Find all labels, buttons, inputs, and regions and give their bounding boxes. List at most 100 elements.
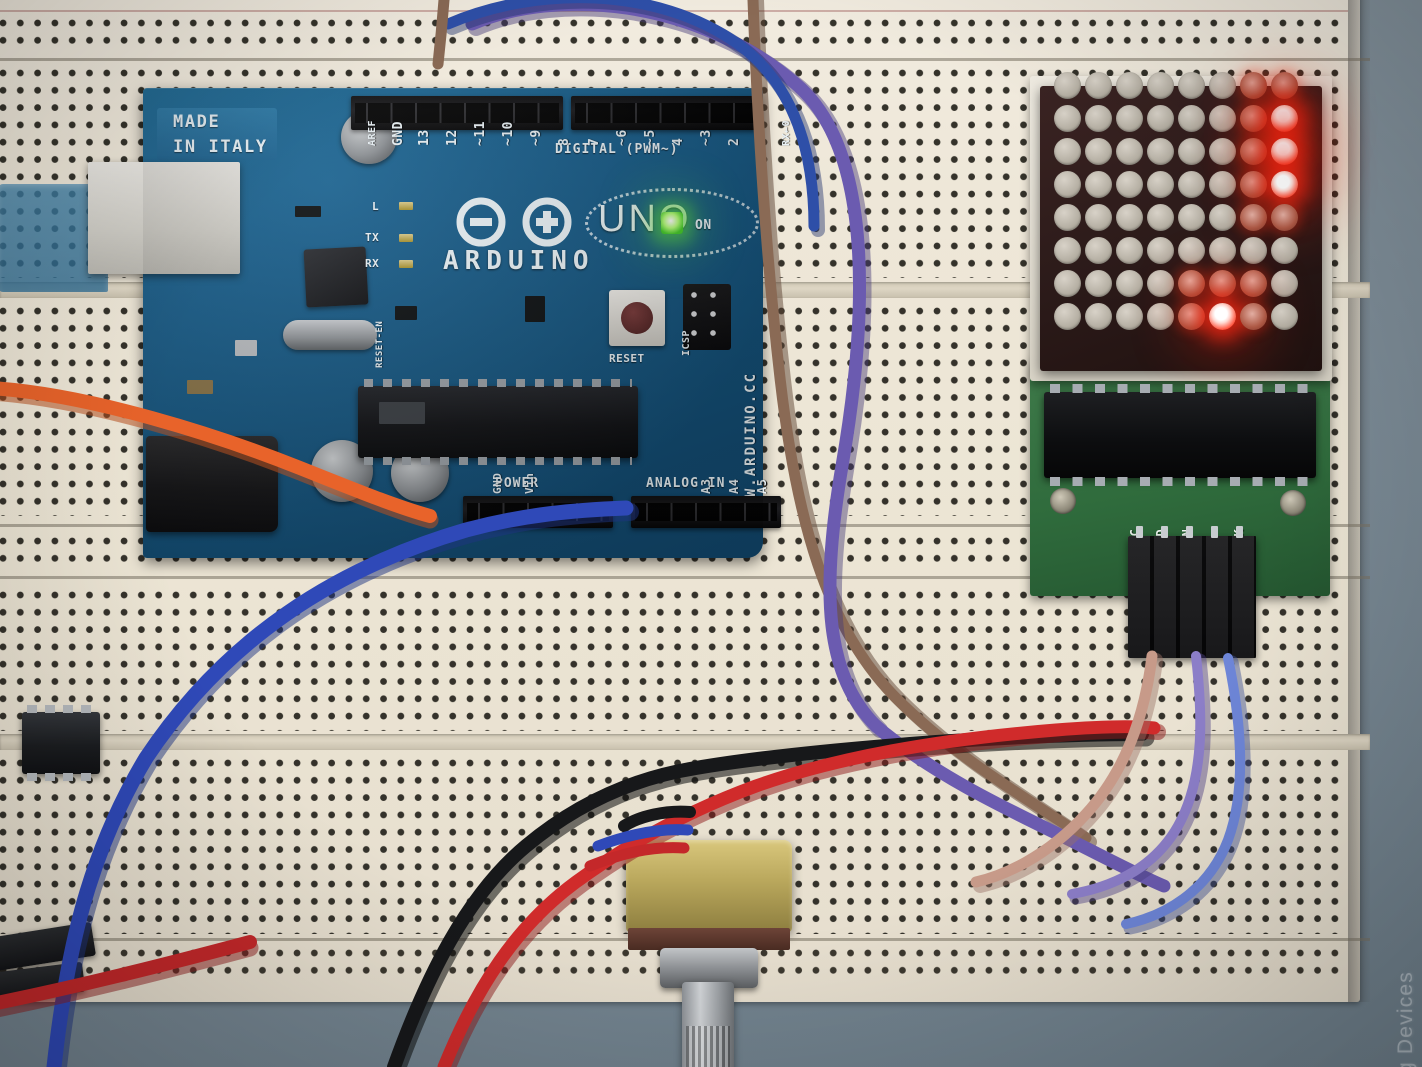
led-r5-c3 (1116, 204, 1143, 231)
led-r3-c1 (1054, 138, 1081, 165)
digital-pin-label-5: ~5 (643, 129, 658, 146)
led-r4-c1 (1054, 171, 1081, 198)
smd-part-5 (525, 296, 545, 322)
led-r4-c3 (1116, 171, 1143, 198)
max7219-legs-top (1050, 384, 1310, 393)
smd-part-4 (395, 306, 417, 320)
max7219-led-matrix-module[interactable]: VCCGNDDINCSCLK (1030, 58, 1332, 596)
led-r2-c3 (1116, 105, 1143, 132)
led-r8-c8 (1271, 303, 1298, 330)
led-r2-c5 (1178, 105, 1205, 132)
smd-part-2 (187, 380, 213, 394)
potentiometer-shaft[interactable] (682, 982, 734, 1067)
digital-pin-label-6: ~6 (615, 129, 630, 146)
digital-header-right[interactable] (571, 96, 761, 130)
reset-button[interactable] (609, 290, 665, 346)
led-r7-c7 (1240, 270, 1267, 297)
arduino-infinity-logo (456, 197, 572, 247)
led-r5-c7 (1240, 204, 1267, 231)
on-led-label: ON (695, 218, 712, 233)
led-r7-c5 (1178, 270, 1205, 297)
potentiometer[interactable] (612, 820, 802, 1067)
led-r6-c4 (1147, 237, 1174, 264)
led-tx (399, 234, 413, 242)
led-r2-c2 (1085, 105, 1112, 132)
led-r1-c7 (1240, 72, 1267, 99)
led-r2-c7 (1240, 105, 1267, 132)
digital-pin-label-9: ~9 (529, 129, 544, 146)
analog-header-label: ANALOG IN (646, 476, 726, 491)
rail-line-red-top (0, 10, 1348, 12)
digital-header-left[interactable] (351, 96, 563, 130)
icsp-label: ICSP (681, 329, 692, 356)
analog-pin-label-a5: A5 (755, 478, 769, 494)
led-r2-c8 (1271, 105, 1298, 132)
max7219-legs-bottom (1050, 477, 1310, 486)
digital-pin-label-12: 12 (445, 129, 460, 146)
led-r6-c3 (1116, 237, 1143, 264)
led-r4-c7 (1240, 171, 1267, 198)
pcb-mount-hole-left (1050, 488, 1076, 514)
power-header[interactable] (463, 496, 613, 528)
led-r2-c4 (1147, 105, 1174, 132)
dc-power-jack[interactable] (146, 436, 278, 532)
led-r4-c4 (1147, 171, 1174, 198)
led-r3-c8 (1271, 138, 1298, 165)
led-l-label: L (372, 200, 380, 213)
usb-serial-chip (303, 246, 369, 308)
power-on-led (661, 212, 683, 234)
led-matrix-grid[interactable] (1052, 70, 1300, 334)
mcu-legs-bottom (364, 457, 632, 465)
mcu-legs-top (364, 379, 632, 387)
digital-pin-label-2: 2 (727, 137, 742, 146)
led-r1-c2 (1085, 72, 1112, 99)
analog-header[interactable] (631, 496, 781, 528)
arduino-wordmark: ARDUINO (443, 246, 595, 276)
led-r8-c6 (1209, 303, 1236, 330)
led-r6-c8 (1271, 237, 1298, 264)
led-r6-c5 (1178, 237, 1205, 264)
led-r3-c5 (1178, 138, 1205, 165)
arduino-uno-board[interactable]: MADE IN ITALY RESET ICSP RESET-EN (0, 88, 792, 558)
dupont-pin-clk (1236, 526, 1243, 538)
led-r4-c6 (1209, 171, 1236, 198)
led-r2-c6 (1209, 105, 1236, 132)
led-r1-c5 (1178, 72, 1205, 99)
digital-pin-label-3: ~3 (699, 129, 714, 146)
usb-type-b-jack[interactable] (88, 162, 240, 274)
led-r5-c8 (1271, 204, 1298, 231)
digital-pin-label-aref: AREF (367, 119, 378, 146)
led-r7-c8 (1271, 270, 1298, 297)
led-tx-label: TX (365, 231, 380, 244)
edge-caption-text: Electronic, Circuit, Educational & Testi… (1394, 971, 1418, 1067)
led-r3-c2 (1085, 138, 1112, 165)
dip-legs-top (27, 705, 95, 713)
power-pin-label-vin: Vin (523, 472, 536, 494)
power-pin-label-gnd: GND (491, 472, 504, 494)
analog-pin-label-a4: A4 (727, 478, 741, 494)
led-r3-c4 (1147, 138, 1174, 165)
led-r1-c3 (1116, 72, 1143, 99)
reset-label: RESET (609, 352, 645, 365)
breadboard-center-channel-2 (0, 734, 1370, 750)
digital-pin-label-4: 4 (671, 137, 686, 146)
led-r3-c3 (1116, 138, 1143, 165)
smd-part-3 (235, 340, 257, 356)
led-r4-c8 (1271, 171, 1298, 198)
digital-pin-label-10: ~10 (501, 121, 516, 146)
dupont-pin-vcc (1136, 526, 1143, 538)
dip-legs-bottom (27, 773, 95, 781)
led-r3-c7 (1240, 138, 1267, 165)
digital-pin-label-gnd: GND (391, 121, 406, 146)
led-r7-c3 (1116, 270, 1143, 297)
led-r1-c4 (1147, 72, 1174, 99)
led-r5-c4 (1147, 204, 1174, 231)
max7219-driver-chip (1044, 384, 1316, 486)
dupont-connector-block[interactable] (1128, 526, 1256, 658)
breadboard-holes-top-rail (0, 16, 1348, 52)
led-rx (399, 260, 413, 268)
led-l (399, 202, 413, 210)
led-r8-c7 (1240, 303, 1267, 330)
led-r7-c2 (1085, 270, 1112, 297)
dupont-pin-cs (1211, 526, 1218, 538)
